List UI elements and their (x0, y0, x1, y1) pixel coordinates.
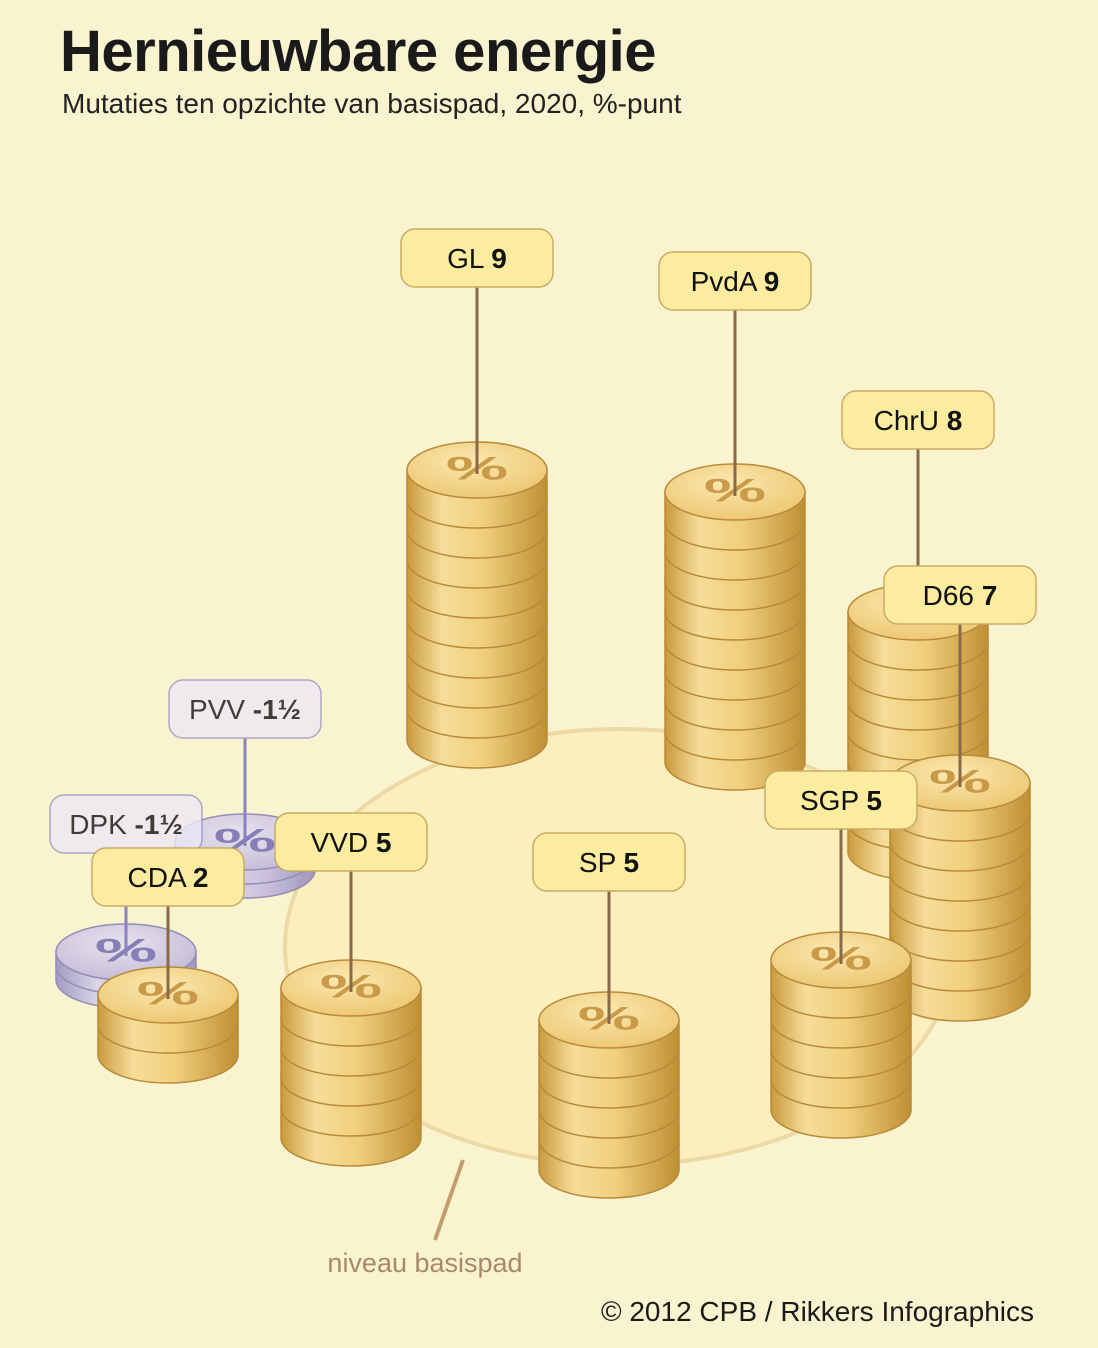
party-value: 7 (982, 580, 998, 611)
party-name: D66 (923, 580, 982, 611)
chart-title: Hernieuwbare energie (60, 19, 657, 84)
party-name: SP (579, 847, 624, 878)
party-value: -1½ (253, 694, 301, 725)
stack-vvd: %VVD 5 (274, 812, 428, 1167)
value-label: SGP 5 (800, 785, 882, 816)
value-label: GL 9 (447, 243, 507, 274)
value-label: VVD 5 (311, 827, 392, 858)
value-label: PvdA 9 (691, 266, 780, 297)
value-label-box (841, 390, 995, 450)
stack-d66: %D66 7 (883, 565, 1037, 1022)
chart-subtitle: Mutaties ten opzichte van basispad, 2020… (62, 88, 682, 119)
baseline-pointer (433, 1159, 465, 1241)
value-label: PVV -1½ (189, 694, 301, 725)
party-name: ChrU (874, 405, 947, 436)
value-label-box (400, 228, 554, 288)
stack-cda: %CDA 2 (91, 847, 245, 1084)
stack-pvda: %PvdA 9 (658, 251, 812, 791)
party-value: 5 (624, 847, 640, 878)
value-label: D66 7 (923, 580, 998, 611)
party-value: 2 (193, 862, 209, 893)
party-name: DPK (69, 809, 134, 840)
party-value: 9 (491, 243, 507, 274)
party-value: 5 (866, 785, 882, 816)
value-label: DPK -1½ (69, 809, 183, 840)
party-name: PVV (189, 694, 253, 725)
stack-sgp: %SGP 5 (764, 770, 918, 1139)
party-name: GL (447, 243, 491, 274)
value-label-box (532, 832, 686, 892)
party-value: -1½ (135, 809, 183, 840)
value-label-box (168, 679, 322, 739)
value-label-box (764, 770, 918, 830)
value-label-box (274, 812, 428, 872)
party-value: 9 (764, 266, 780, 297)
value-label-box (658, 251, 812, 311)
party-value: 8 (947, 405, 963, 436)
party-name: CDA (128, 862, 193, 893)
value-label: ChrU 8 (874, 405, 963, 436)
value-label-box (883, 565, 1037, 625)
value-label-box (91, 847, 245, 907)
value-label: CDA 2 (128, 862, 209, 893)
stack-gl: %GL 9 (400, 228, 554, 769)
party-name: PvdA (691, 266, 764, 297)
stack-sp: %SP 5 (532, 832, 686, 1199)
party-value: 5 (376, 827, 392, 858)
party-name: SGP (800, 785, 866, 816)
party-name: VVD (311, 827, 376, 858)
value-label: SP 5 (579, 847, 639, 878)
baseline-label: niveau basispad (327, 1248, 522, 1278)
credit-text: © 2012 CPB / Rikkers Infographics (600, 1296, 1034, 1327)
